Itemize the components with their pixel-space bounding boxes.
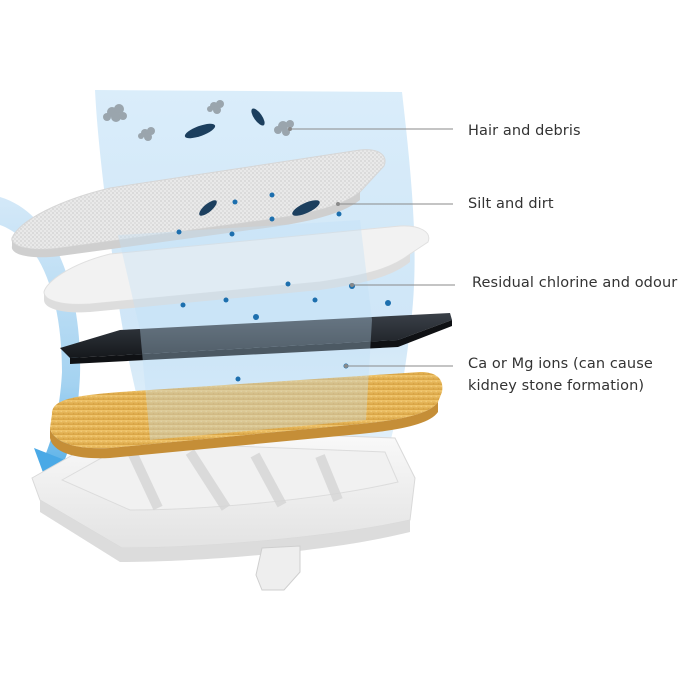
resin-filter — [50, 372, 443, 459]
carbon-filter — [60, 313, 452, 364]
label-ca-mg-ions-line2: kidney stone formation) — [468, 378, 645, 394]
flow-overlay — [118, 220, 372, 440]
cotton-filter — [43, 225, 430, 313]
label-ca-mg-ions-line1: Ca or Mg ions (can cause — [468, 356, 653, 372]
label-silt-and-dirt: Silt and dirt — [468, 196, 554, 212]
label-hair-and-debris: Hair and debris — [468, 123, 581, 139]
dirt-particles — [184, 108, 320, 216]
label-ca-mg-ions: Ca or Mg ions (can cause kidney stone fo… — [468, 353, 653, 397]
mesh-filter — [11, 149, 386, 258]
leader-lines — [290, 128, 455, 367]
filter-tray — [31, 427, 416, 591]
debris-particles — [103, 100, 294, 141]
flow-arrow — [0, 197, 81, 466]
label-residual-chlorine: Residual chlorine and odour — [472, 275, 678, 291]
